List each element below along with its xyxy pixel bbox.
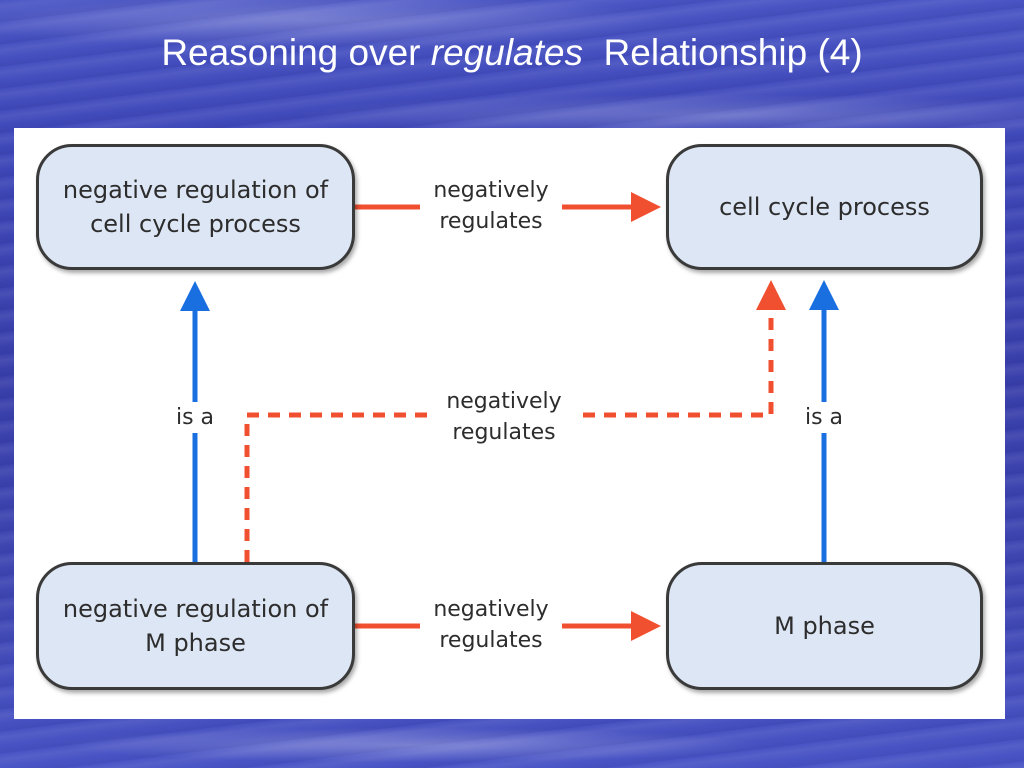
edge-label-line: negatively <box>433 597 549 622</box>
right-is-a-label: is a <box>791 402 857 433</box>
node-line: negative regulation of <box>62 176 329 204</box>
title-text-after: Relationship (4) <box>582 32 863 73</box>
bottom-regulates-label: negatively regulates <box>420 594 562 656</box>
edge-label-line: regulates <box>452 420 556 445</box>
node-negative-regulation-of-m-phase: negative regulation of M phase <box>36 562 355 690</box>
edge-label-line: regulates <box>439 209 543 234</box>
left-is-a-label: is a <box>162 402 228 433</box>
edge-label-line: regulates <box>439 628 543 653</box>
slide-title: Reasoning over regulates Relationship (4… <box>0 32 1024 74</box>
edge-label-line: is a <box>804 405 844 430</box>
node-cell-cycle-process: cell cycle process <box>666 144 983 270</box>
node-negative-regulation-of-cell-cycle-process: negative regulation of cell cycle process <box>36 144 355 270</box>
node-line: M phase <box>774 612 875 640</box>
edge-label-line: negatively <box>446 389 562 414</box>
node-line: negative regulation of <box>62 595 329 623</box>
node-line: cell cycle process <box>90 210 301 238</box>
title-text-italic: regulates <box>430 32 583 73</box>
node-line: M phase <box>145 629 246 657</box>
node-line: cell cycle process <box>719 193 930 221</box>
top-regulates-label: negatively regulates <box>420 175 562 237</box>
title-text-before: Reasoning over <box>161 32 431 73</box>
middle-regulates-label: negatively regulates <box>430 386 578 448</box>
edge-label-line: negatively <box>433 178 549 203</box>
diagram-panel: negative regulation of cell cycle process… <box>14 128 1005 719</box>
edge-label-line: is a <box>175 405 215 430</box>
node-m-phase: M phase <box>666 562 983 690</box>
